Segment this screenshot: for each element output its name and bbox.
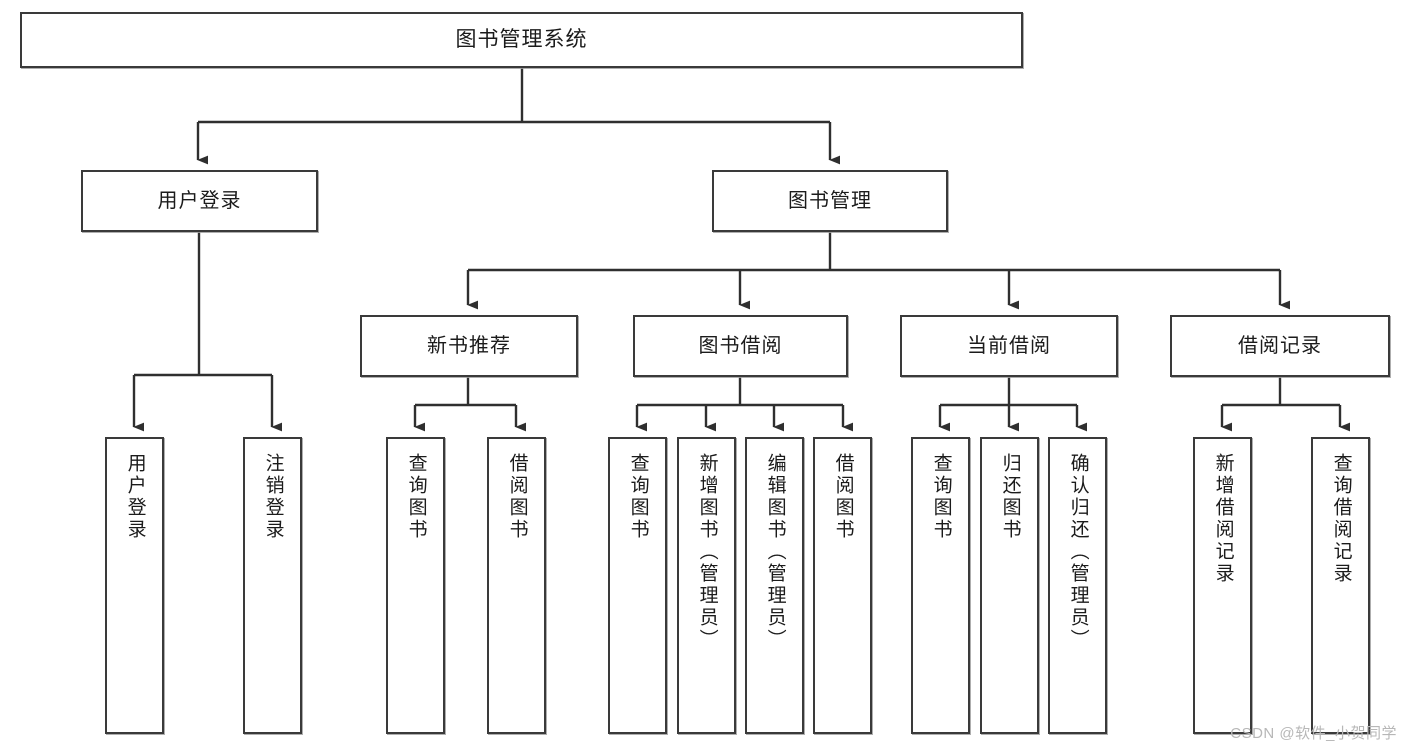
leaf-record-query-record[interactable]: 查询借阅记录 (1311, 437, 1370, 734)
node-label: 新增借阅记录 (1212, 453, 1234, 585)
leaf-borrow-add-book-admin[interactable]: 新增图书（管理员） (677, 437, 736, 734)
node-label: 当前借阅 (967, 335, 1051, 357)
node-label: 图书管理系统 (455, 28, 588, 52)
node-root-system[interactable]: 图书管理系统 (20, 12, 1023, 68)
leaf-borrow-borrow-book[interactable]: 借阅图书 (813, 437, 872, 734)
leaf-current-confirm-return-admin[interactable]: 确认归还（管理员） (1048, 437, 1107, 734)
node-label: 借阅图书 (832, 453, 854, 541)
node-label: 注销登录 (262, 453, 284, 541)
leaf-current-query-book[interactable]: 查询图书 (911, 437, 970, 734)
node-label: 查询图书 (405, 453, 427, 541)
leaf-borrow-query-book[interactable]: 查询图书 (608, 437, 667, 734)
leaf-recommend-query-book[interactable]: 查询图书 (386, 437, 445, 734)
node-label: 查询借阅记录 (1330, 453, 1352, 585)
node-label: 确认归还（管理员） (1067, 453, 1089, 651)
node-book-management[interactable]: 图书管理 (712, 170, 948, 232)
node-label: 用户登录 (124, 453, 146, 541)
watermark-text: CSDN @软件_小贺同学 (1230, 725, 1397, 742)
node-new-book-recommend[interactable]: 新书推荐 (360, 315, 578, 377)
node-label: 新书推荐 (427, 335, 511, 357)
leaf-borrow-edit-book-admin[interactable]: 编辑图书（管理员） (745, 437, 804, 734)
node-label: 编辑图书（管理员） (764, 453, 786, 651)
node-label: 图书借阅 (698, 335, 783, 357)
node-borrow-record[interactable]: 借阅记录 (1170, 315, 1390, 377)
leaf-recommend-borrow-book[interactable]: 借阅图书 (487, 437, 546, 734)
node-label: 借阅图书 (506, 453, 528, 541)
node-label: 归还图书 (999, 453, 1021, 541)
node-label: 借阅记录 (1238, 335, 1322, 357)
node-label: 用户登录 (157, 190, 242, 212)
node-user-login[interactable]: 用户登录 (81, 170, 318, 232)
node-label: 查询图书 (930, 453, 952, 541)
node-current-borrow[interactable]: 当前借阅 (900, 315, 1118, 377)
node-label: 图书管理 (788, 190, 872, 212)
leaf-current-return-book[interactable]: 归还图书 (980, 437, 1039, 734)
leaf-user-login-logout[interactable]: 注销登录 (243, 437, 302, 734)
node-label: 新增图书（管理员） (696, 453, 718, 651)
leaf-user-login-login[interactable]: 用户登录 (105, 437, 164, 734)
node-label: 查询图书 (627, 453, 649, 541)
leaf-record-add-record[interactable]: 新增借阅记录 (1193, 437, 1252, 734)
node-book-borrow[interactable]: 图书借阅 (633, 315, 848, 377)
